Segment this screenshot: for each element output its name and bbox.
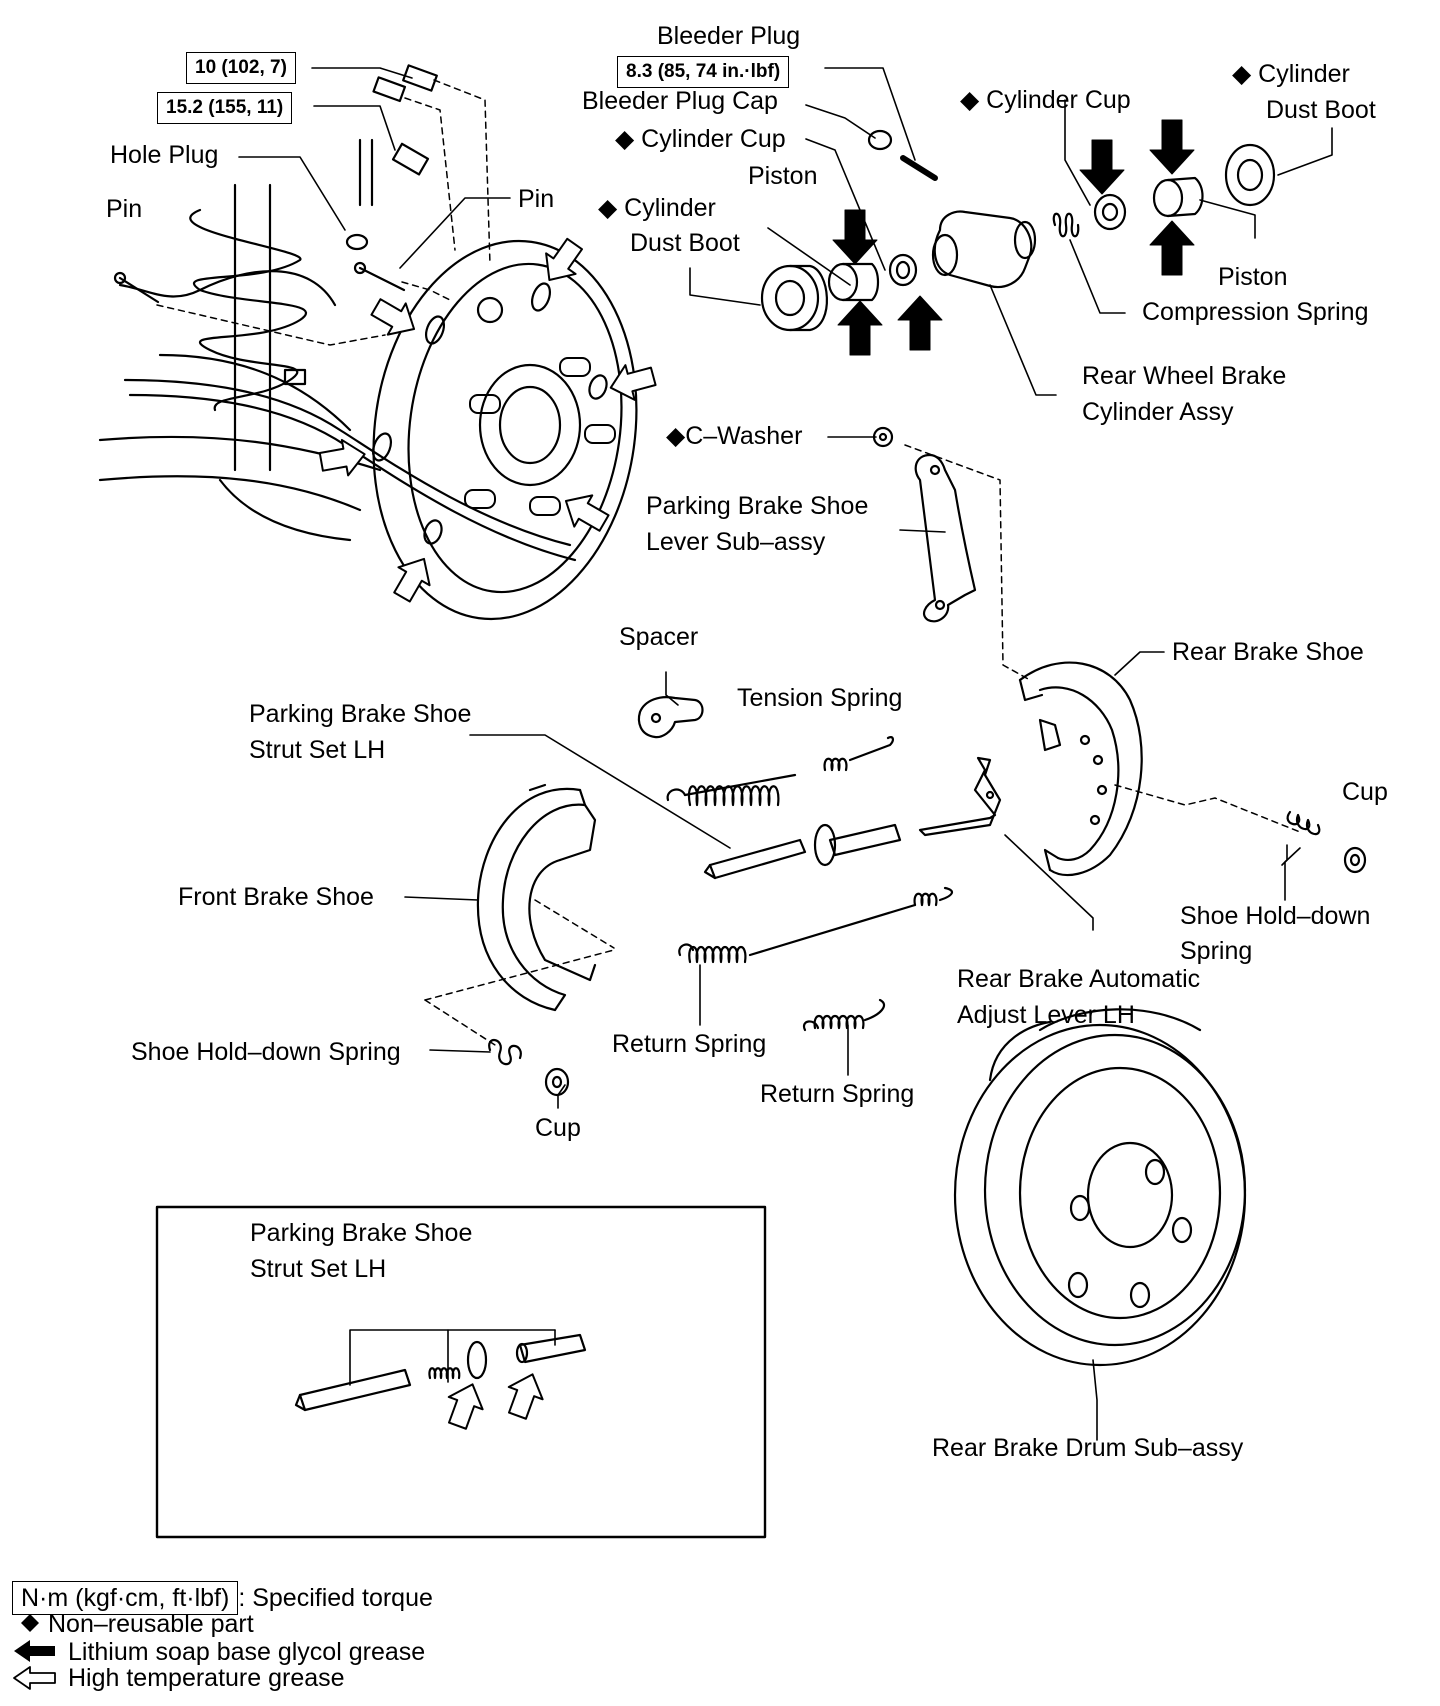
- brake-drum: [953, 1008, 1247, 1367]
- label-spacer: Spacer: [619, 623, 699, 651]
- spacer: [637, 696, 704, 739]
- label-strut-set-2: Strut Set LH: [249, 736, 386, 764]
- return-spring-lower: [802, 998, 886, 1032]
- suspension-and-backing-plate: [98, 64, 638, 621]
- label-brake-drum: Rear Brake Drum Sub–assy: [932, 1434, 1244, 1462]
- label-dust-boot-right-1: ◆ Cylinder: [1232, 60, 1350, 88]
- label-dust-boot-left-2: Dust Boot: [630, 229, 740, 257]
- legend-lithium: Lithium soap base glycol grease: [68, 1638, 426, 1666]
- adjust-lever: [918, 756, 1002, 837]
- label-bleeder-plug: Bleeder Plug: [657, 22, 801, 50]
- label-adjust-lever-1: Rear Brake Automatic: [957, 965, 1201, 993]
- front-brake-shoe: [476, 783, 597, 1012]
- solid-arrow-icon: [832, 119, 1195, 356]
- label-hold-down-right-1: Shoe Hold–down: [1180, 902, 1371, 930]
- label-rear-brake-shoe: Rear Brake Shoe: [1172, 638, 1364, 666]
- legend-torque: N·m (kgf·cm, ft·lbf): Specified torque: [12, 1580, 433, 1616]
- label-cup-left: Cup: [535, 1114, 581, 1142]
- label-parking-lever-1: Parking Brake Shoe: [646, 492, 869, 520]
- torque-spec-box: 15.2 (155, 11): [157, 92, 293, 124]
- legend-icons: [13, 1614, 56, 1690]
- label-hold-down-right-2: Spring: [1180, 937, 1253, 965]
- label-dust-boot-right-2: Dust Boot: [1266, 96, 1376, 124]
- hold-down-spring-left: [488, 1039, 570, 1097]
- label-strut-set-1: Parking Brake Shoe: [249, 700, 472, 728]
- inset-frame: [155, 1205, 767, 1539]
- label-return-spring-1: Return Spring: [612, 1030, 767, 1058]
- label-tension-spring: Tension Spring: [737, 684, 903, 712]
- legend-torque-text: : Specified torque: [238, 1584, 433, 1612]
- label-adjust-lever-2: Adjust Lever LH: [957, 1001, 1135, 1029]
- label-compression-spring: Compression Spring: [1142, 298, 1369, 326]
- label-cup-right: Cup: [1342, 778, 1388, 806]
- label-inset-strut-2: Strut Set LH: [250, 1255, 387, 1283]
- label-cylinder-cup-left: ◆ Cylinder Cup: [615, 125, 786, 153]
- legend-nonreusable: Non–reusable part: [48, 1610, 254, 1638]
- label-inset-strut-1: Parking Brake Shoe: [250, 1219, 473, 1247]
- label-dust-boot-left-1: ◆ Cylinder: [598, 194, 716, 222]
- solid-arrow-icon: [14, 1640, 55, 1662]
- torque-spec-box: 8.3 (85, 74 in.·lbf): [617, 56, 790, 88]
- wheel-cylinder-parts: [760, 129, 1276, 332]
- hold-down-spring-right: [1286, 810, 1367, 874]
- label-return-spring-2: Return Spring: [760, 1080, 915, 1108]
- legend-hightemp: High temperature grease: [68, 1664, 345, 1692]
- label-front-brake-shoe: Front Brake Shoe: [178, 883, 374, 911]
- label-wheel-cylinder-2: Cylinder Assy: [1082, 398, 1234, 426]
- label-bleeder-plug-cap: Bleeder Plug Cap: [582, 87, 778, 115]
- bolt-icon: [372, 64, 438, 176]
- rear-brake-shoe: [1018, 661, 1143, 877]
- inset-strut-set: [294, 1329, 587, 1412]
- label-wheel-cylinder-1: Rear Wheel Brake: [1082, 362, 1287, 390]
- label-pin-left: Pin: [106, 195, 143, 223]
- label-piston-left: Piston: [748, 162, 818, 190]
- parking-brake-lever: [872, 426, 977, 623]
- label-hole-plug: Hole Plug: [110, 141, 219, 169]
- outline-arrow-icon: [447, 1373, 544, 1430]
- label-parking-lever-2: Lever Sub–assy: [646, 528, 826, 556]
- dashed-lines: [156, 79, 1301, 1046]
- label-c-washer: ◆C–Washer: [666, 422, 803, 450]
- outline-arrow-icon: [318, 237, 657, 603]
- legend-torque-box: N·m (kgf·cm, ft·lbf): [12, 1581, 239, 1615]
- label-pin-right: Pin: [518, 185, 555, 213]
- return-spring-upper: [678, 886, 953, 964]
- leader-lines: [238, 67, 1333, 1441]
- label-cylinder-cup-right: ◆ Cylinder Cup: [960, 86, 1131, 114]
- tension-spring: [666, 736, 894, 807]
- outline-arrow-icon: [13, 1666, 56, 1690]
- torque-spec-box: 10 (102, 7): [186, 52, 296, 84]
- label-piston-right: Piston: [1218, 263, 1288, 291]
- strut-set: [703, 823, 902, 880]
- label-hold-down-left: Shoe Hold–down Spring: [131, 1038, 401, 1066]
- diamond-icon: [21, 1614, 39, 1632]
